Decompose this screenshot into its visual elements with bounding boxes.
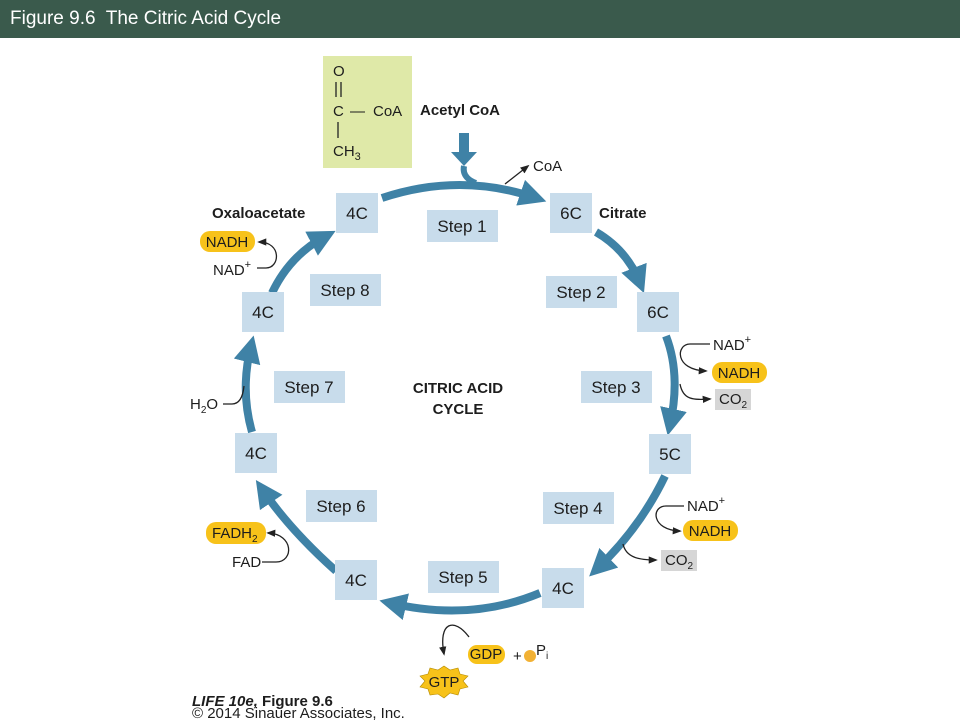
carbon-box-malate: 4C [242,292,284,332]
structure-bond: — [350,103,365,120]
svg-text:4C: 4C [245,444,267,463]
acetyl-coa-entry-arrowhead [451,152,477,166]
step8-nadh-label: NADH [206,234,249,251]
phosphate-dot [524,650,536,662]
step3-nad-arrow [679,343,710,375]
svg-text:Step 3: Step 3 [591,378,640,397]
step3-co2-arrow [679,383,712,404]
step4-nadh-label: NADH [689,523,732,540]
cycle-arrow-step1 [380,179,547,206]
cycle-arrow-step5 [379,589,542,620]
carbon-box-succinyl: 4C [542,568,584,608]
step-8-label: Step 8 [310,274,381,306]
step-4-label: Step 4 [543,492,614,524]
carbon-box-fumarate: 4C [235,433,277,473]
step6-fad-label: FAD [232,554,261,571]
oxaloacetate-label: Oxaloacetate [212,205,305,222]
acetyl-coa-join-curve [460,165,478,186]
cycle-arrow-step3 [660,334,687,436]
svg-text:6C: 6C [647,303,669,322]
step-7-label: Step 7 [274,371,345,403]
step4-co2-arrow [622,543,658,564]
step-2-label: Step 2 [546,276,617,308]
cycle-arrow-step6 [255,480,339,574]
svg-text:Step 2: Step 2 [556,283,605,302]
cycle-arrow-step4 [589,474,669,577]
step4-co2-box [661,550,697,571]
svg-text:4C: 4C [345,571,367,590]
cycle-center-label-line1: CITRIC ACID [413,380,503,397]
step7-water-arrow [223,385,245,405]
step7-water-label: H2O [190,396,218,416]
coa-release-arrow [504,164,530,185]
gtp-label: GTP [429,674,460,691]
step8-nadh-badge [200,231,255,252]
step3-nadh-label: NADH [718,365,761,382]
step3-co2-label: CO2 [719,391,748,411]
svg-text:Step 5: Step 5 [438,568,487,587]
step4-nad-label: NAD+ [687,495,725,515]
step8-nad-label: NAD+ [213,259,251,279]
svg-text:4C: 4C [552,579,574,598]
step4-nad-arrow [655,505,684,535]
gdp-badge [468,645,505,664]
step6-fadh2-badge [206,522,266,544]
carbon-box-5c: 5C [649,434,691,474]
footer-book-label: LIFE 10e, Figure 9.6 [192,693,333,710]
citrate-label: Citrate [599,205,647,222]
carbon-box-isocitrate: 6C [637,292,679,332]
cycle-arrow-step8 [268,230,336,295]
structure-coa: CoA [373,103,402,120]
step3-nadh-badge [712,362,767,383]
svg-text:4C: 4C [346,204,368,223]
svg-text:4C: 4C [252,303,274,322]
svg-text:Step 6: Step 6 [316,497,365,516]
citric-acid-cycle-diagram: O C — CoA CH3 Acetyl CoA CoA 4C 6C 6C [190,56,767,722]
step6-fad-arrow [262,529,290,563]
step8-nad-arrow [257,238,278,269]
structure-carbon: C [333,103,344,120]
svg-text:Step 4: Step 4 [553,499,602,518]
cycle-center-label-line2: CYCLE [433,401,484,418]
gdp-label: GDP [470,646,503,663]
svg-text:6C: 6C [560,204,582,223]
svg-text:5C: 5C [659,445,681,464]
step4-co2-label: CO2 [665,552,694,572]
svg-text:Step 1: Step 1 [437,217,486,236]
step-1-label: Step 1 [427,210,498,242]
structure-methyl: CH3 [333,143,361,163]
diagram-area: O C — CoA CH3 Acetyl CoA CoA 4C 6C 6C [0,38,960,722]
acetyl-coa-entry-stem [459,133,469,153]
carbon-box-oxaloacetate: 4C [336,193,378,233]
title-bar: Figure 9.6 The Citric Acid Cycle [0,0,960,38]
cycle-arrow-step2 [593,228,647,294]
figure-title: Figure 9.6 The Citric Acid Cycle [10,8,282,29]
step-6-label: Step 6 [306,490,377,522]
acetyl-coa-structure-box [323,56,412,168]
coa-released-label: CoA [533,158,562,175]
step4-nadh-badge [683,520,738,541]
gdp-plus: + [513,648,522,665]
step-3-label: Step 3 [581,371,652,403]
step6-fadh2-label: FADH2 [212,525,258,545]
step5-gdp-arrow [439,624,470,656]
svg-text:Step 8: Step 8 [320,281,369,300]
step-5-label: Step 5 [428,561,499,593]
step3-co2-box [715,389,751,410]
cycle-arrow-step7 [233,335,261,434]
carbon-box-citrate: 6C [550,193,592,233]
footer-copyright: © 2014 Sinauer Associates, Inc. [192,705,405,720]
gtp-starburst [419,665,469,699]
carbon-box-succinate: 4C [335,560,377,600]
svg-text:Step 7: Step 7 [284,378,333,397]
acetyl-coa-label: Acetyl CoA [420,102,500,119]
acetyl-coa-structure: O C — CoA CH3 [333,63,402,163]
step3-nad-label: NAD+ [713,334,751,354]
phosphate-label: Pi [536,642,548,662]
structure-oxygen: O [333,63,345,80]
